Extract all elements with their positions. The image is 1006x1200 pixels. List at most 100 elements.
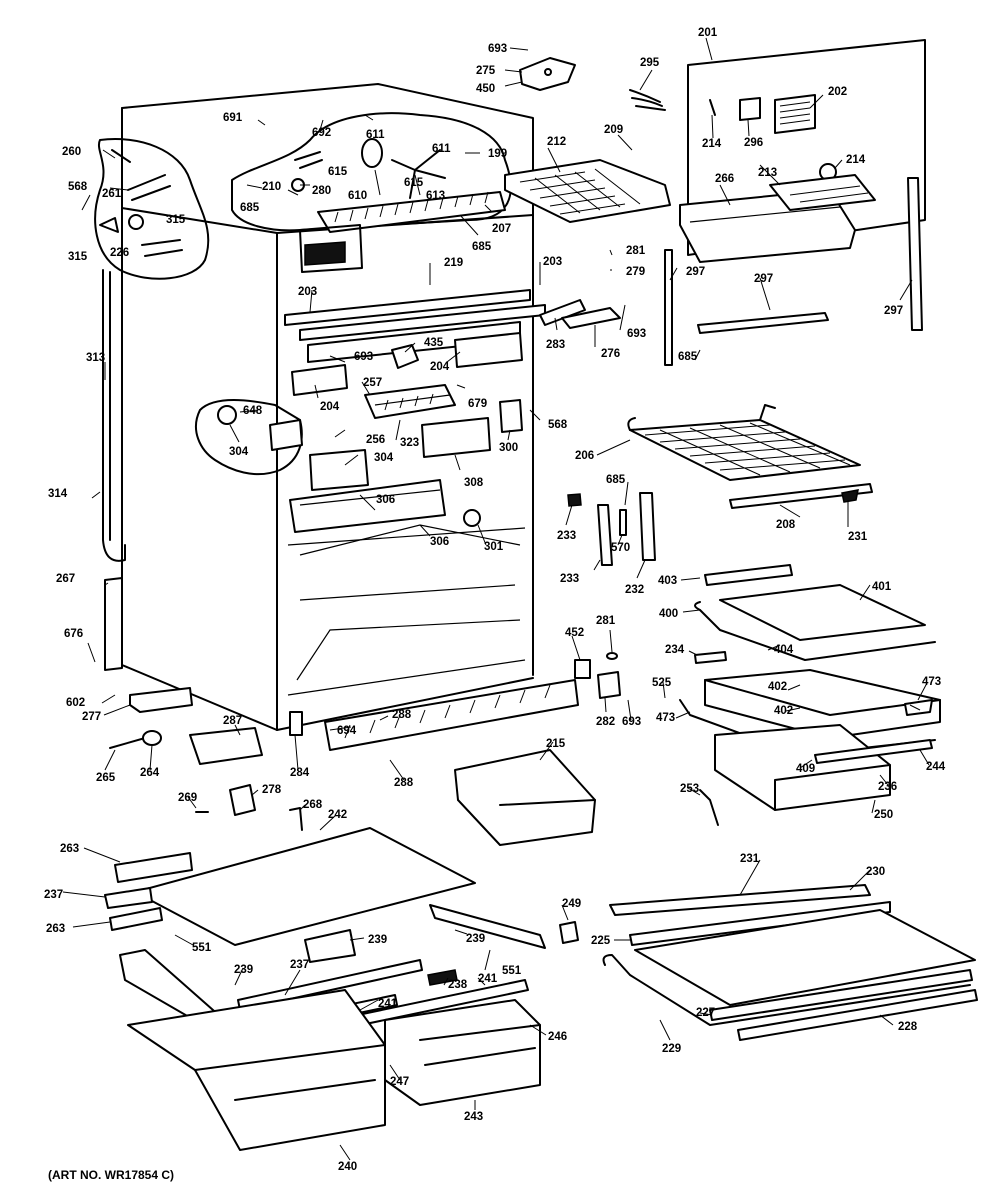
callout-277: 277 [82,711,101,723]
callout-209: 209 [604,124,623,136]
callout-239: 239 [466,933,485,945]
rail-239a [429,904,546,949]
rails-203 [284,289,546,363]
hinge-276 [561,307,621,329]
callout-435: 435 [424,337,444,349]
callout-615: 615 [328,166,348,178]
rail-237a [104,887,153,909]
support-233 [597,504,613,566]
callout-525: 525 [652,677,672,689]
callout-253: 253 [680,783,699,795]
callout-263: 263 [46,923,65,935]
leader-lines [62,37,930,1161]
callout-450: 450 [476,83,495,95]
drain-tube-313 [102,269,126,562]
callout-260: 260 [62,146,81,158]
callout-676: 676 [64,628,83,640]
callout-236: 236 [878,781,897,793]
callout-300: 300 [499,442,518,454]
callout-611: 611 [432,143,451,155]
callout-568: 568 [548,419,568,431]
bracket-204b [454,332,523,368]
bracket-204a [291,364,348,396]
callout-613: 613 [426,190,445,202]
callout-219: 219 [444,257,463,269]
callout-225: 225 [591,935,611,947]
callout-231: 231 [740,853,760,865]
callout-284: 284 [290,767,310,779]
callout-201: 201 [698,27,718,39]
callout-239: 239 [234,964,253,976]
callout-233: 233 [557,530,576,542]
callout-263: 263 [60,843,79,855]
rail-225 [629,901,891,946]
callout-247: 247 [390,1076,409,1088]
callout-241: 241 [378,998,398,1010]
callout-237: 237 [44,889,63,901]
callout-241: 241 [478,973,498,985]
wiring-295 [629,89,666,111]
callout-402: 402 [774,705,793,717]
clip-231a [841,489,859,503]
rail-403 [704,564,793,586]
callout-228: 228 [898,1021,918,1033]
housing-306 [289,479,446,533]
rail-297b [697,312,829,334]
callout-610: 610 [348,190,367,202]
callout-648: 648 [243,405,263,417]
callout-401: 401 [872,581,892,593]
callout-288: 288 [392,709,412,721]
grille-288 [324,679,579,751]
callout-315: 315 [68,251,88,263]
callout-215: 215 [546,738,566,750]
callout-692: 692 [312,127,331,139]
cabinet [121,83,534,731]
callout-231: 231 [848,531,868,543]
rail-208 [729,483,873,509]
callout-202: 202 [828,86,847,98]
clip-253 [699,789,719,826]
valve-315 [99,217,119,233]
callout-404: 404 [774,644,794,656]
callout-257: 257 [363,377,382,389]
callout-203: 203 [298,286,317,298]
evaporator-207 [299,191,506,273]
knob-301 [463,509,481,527]
part-304b [309,449,369,491]
bracket-239b [304,929,356,963]
rail-234 [694,651,727,664]
housing-323 [364,384,456,419]
roller-264 [142,730,162,746]
callout-409: 409 [796,763,815,775]
callout-308: 308 [464,477,484,489]
rod-265 [109,737,146,749]
art-number-caption: (ART NO. WR17854 C) [48,1168,175,1182]
rail-263b [109,907,163,931]
callout-473: 473 [922,676,941,688]
callout-402: 402 [768,681,787,693]
support-232 [639,492,656,561]
callout-250: 250 [874,809,893,821]
callout-244: 244 [926,761,946,773]
shelf-206 [627,404,861,481]
callout-282: 282 [596,716,615,728]
callout-237: 237 [290,959,309,971]
callout-210: 210 [262,181,281,193]
callout-693: 693 [354,351,373,363]
callout-693: 693 [622,716,641,728]
callout-570: 570 [611,542,630,554]
frame-404 [694,601,936,661]
slide-473 [904,699,933,716]
callout-207: 207 [492,223,511,235]
callout-400: 400 [659,608,678,620]
freezer-shelf-212 [504,159,671,223]
callout-297: 297 [754,273,773,285]
cover-308 [421,417,491,458]
rail-236 [814,739,933,764]
callout-238: 238 [448,979,468,991]
callout-227: 227 [696,1007,715,1019]
switch-296 [739,97,761,121]
cover-452 [574,659,591,679]
frame-229 [602,954,971,1026]
callout-212: 212 [547,136,566,148]
